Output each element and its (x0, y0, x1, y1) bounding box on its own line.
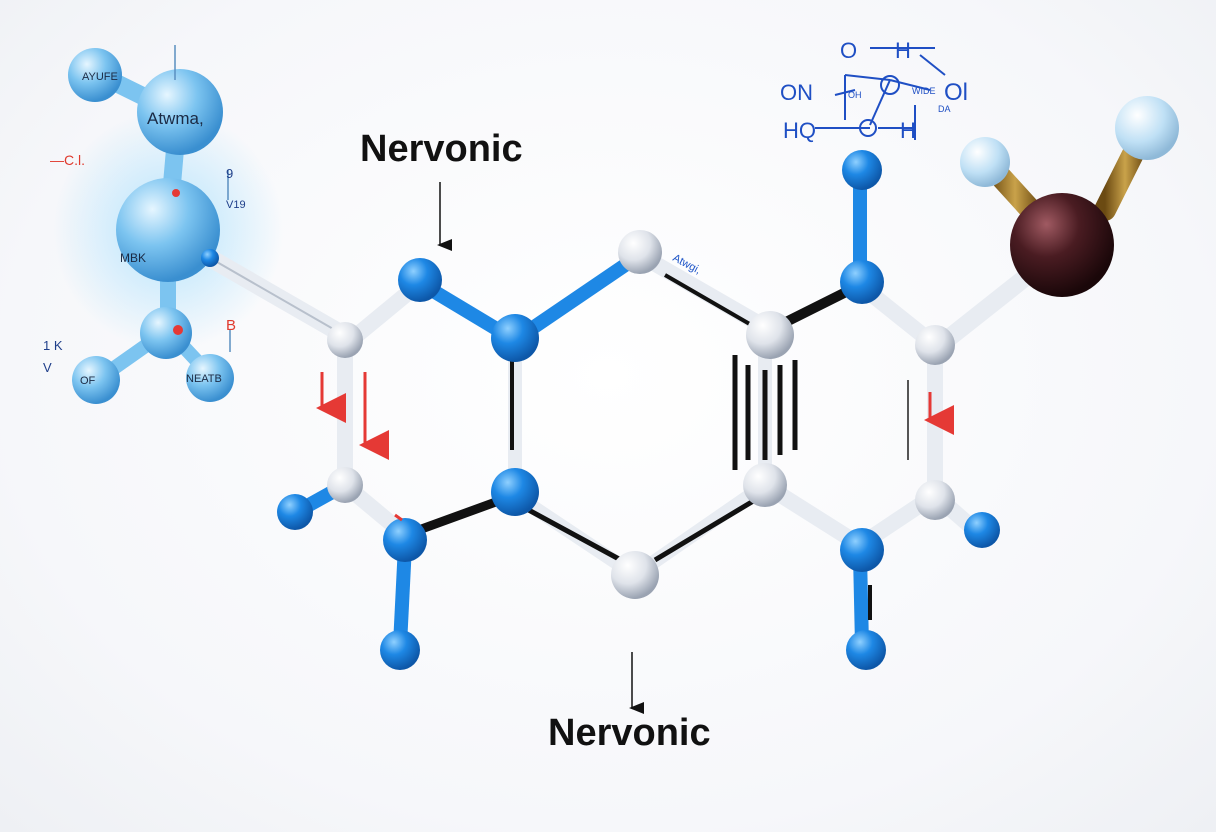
atom-label: MBK (120, 251, 146, 265)
formula-atom: HQ (783, 118, 816, 143)
annotation-red: —C.l. (50, 152, 85, 168)
atom-top-small (68, 48, 122, 102)
atom-pale-left (960, 137, 1010, 187)
atom-bottom (140, 307, 192, 359)
formula-atom: DA (938, 104, 951, 114)
right-molecule (931, 96, 1179, 354)
atom-blue (383, 518, 427, 562)
atom-blue (840, 260, 884, 304)
atom-pale-right (1115, 96, 1179, 160)
atom-blue (398, 258, 442, 302)
atom-blue (491, 468, 539, 516)
formula-atom: H (895, 38, 911, 63)
atom-blue (491, 314, 539, 362)
atom-blue (840, 528, 884, 572)
atom-white (327, 467, 363, 503)
left-molecule (53, 45, 344, 404)
formula-atom: OH (848, 90, 862, 100)
formula-atom: H (900, 118, 916, 143)
annotation: V (43, 360, 52, 375)
atom-white (611, 551, 659, 599)
atom-white (915, 480, 955, 520)
atom-label: Atwma, (147, 109, 204, 128)
atom-bottom-right (186, 354, 234, 402)
annotation: 1 K (43, 338, 63, 353)
atom-top (137, 69, 223, 155)
atom-center (116, 178, 220, 282)
formula-atom: ON (780, 80, 813, 105)
annotation: 9 (226, 166, 233, 181)
formula-atom: O (840, 38, 857, 63)
formula-atom: Ol (944, 79, 968, 106)
formula-atom: WIDE (912, 86, 936, 96)
atom-dark (1010, 193, 1114, 297)
diagram-title-top: Nervonic (360, 128, 523, 170)
diagram-title-bottom: Nervonic (548, 712, 711, 754)
atoms (277, 150, 1000, 670)
annotation: V19 (226, 199, 246, 211)
atom-label: NEATB (186, 373, 222, 385)
atom-white (618, 230, 662, 274)
atom-label: AYUFE (82, 71, 118, 83)
atom-blue (842, 150, 882, 190)
atom-label: OF (80, 375, 96, 387)
structural-formula (815, 47, 946, 140)
arrows (316, 182, 954, 714)
atom-white (327, 322, 363, 358)
atom-blue (380, 630, 420, 670)
atom-bottom-left (72, 356, 120, 404)
atom-white (915, 325, 955, 365)
atom-white (743, 463, 787, 507)
annotation-red: B (226, 317, 236, 334)
atom-blue (846, 630, 886, 670)
atom-blue (277, 494, 313, 530)
atom-white (746, 311, 794, 359)
atom-blue (964, 512, 1000, 548)
